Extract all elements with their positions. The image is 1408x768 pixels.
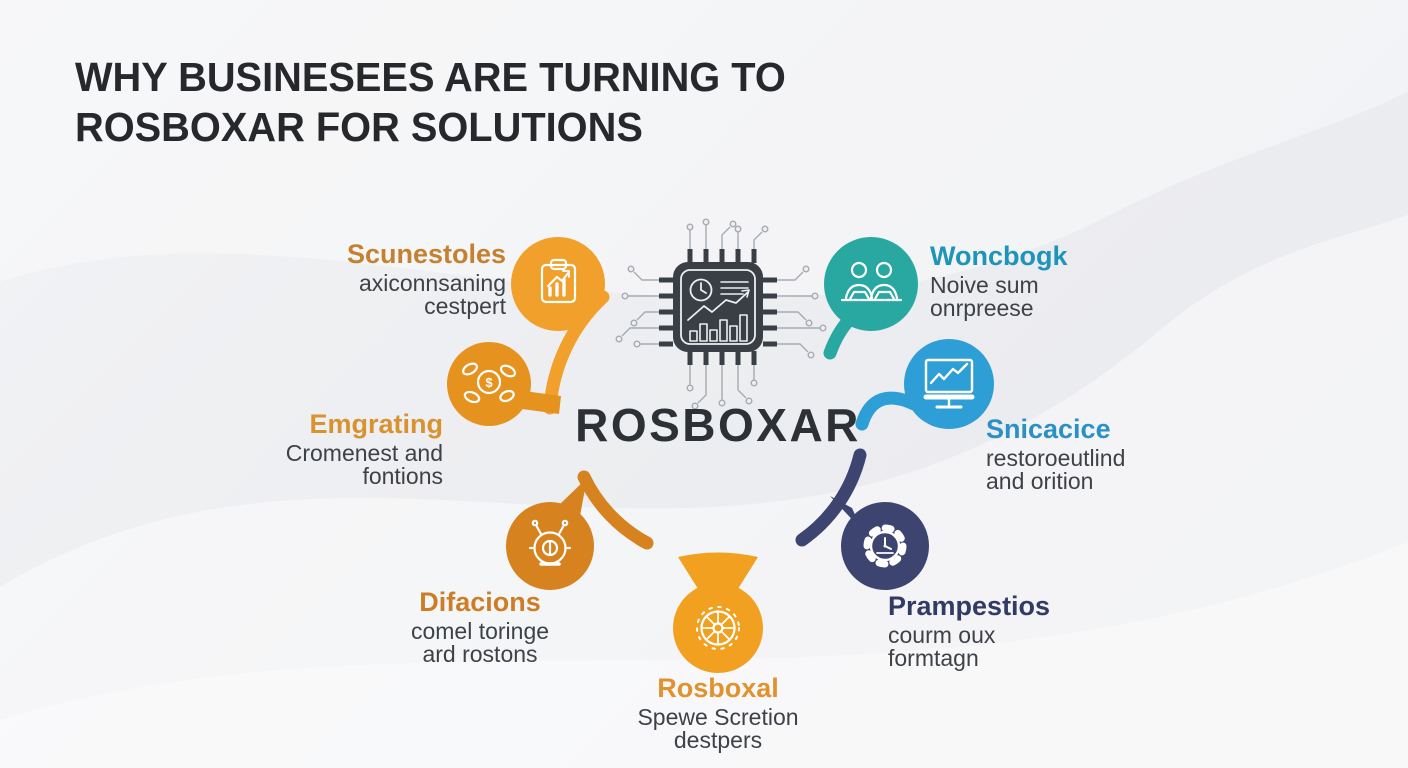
node-title: Rosboxal — [657, 673, 779, 703]
page-title: WHY BUSINESEES ARE TURNING TO ROSBOXAR F… — [75, 52, 786, 152]
node-circle-middle-right — [904, 339, 994, 429]
page-title-line2: ROSBOXAR FOR SOLUTIONS — [75, 104, 643, 150]
node-title: Difacions — [419, 587, 541, 617]
chip-pins — [659, 249, 777, 365]
node-title: Scunestoles — [346, 239, 506, 269]
node-subtitle-line: destpers — [673, 727, 763, 753]
node-subtitle-line: Noive sum — [930, 272, 1039, 298]
node-label-bottom-left: Difacions comel toringe ard rostons — [340, 588, 620, 666]
coins-money-icon: $ — [462, 362, 517, 404]
node-subtitle-line: formtagn — [888, 645, 979, 671]
node-label-top-right: Woncbogk Noive sum onrpreese — [930, 242, 1068, 320]
node-subtitle-line: onrpreese — [930, 295, 1034, 321]
node-subtitle-line: fontions — [362, 463, 443, 489]
clipboard-chart-icon — [540, 258, 577, 304]
hub-label: ROSBOXAR — [575, 399, 861, 451]
node-subtitle-line: Cromenest and — [285, 440, 443, 466]
gauge-meter-icon — [528, 519, 572, 566]
page-title-line1: WHY BUSINESEES ARE TURNING TO — [75, 54, 786, 100]
chip-screen-content — [680, 269, 756, 345]
node-subtitle-line: restoroeutlind — [986, 445, 1126, 471]
stem-middle-left — [522, 391, 561, 414]
arc-middle-right — [855, 391, 921, 431]
chip-circuit-traces — [615, 218, 827, 410]
node-title: Emgrating — [309, 409, 443, 439]
node-subtitle-line: ard rostons — [422, 641, 538, 667]
node-subtitle-line: cestpert — [424, 293, 506, 319]
node-subtitle-line: and orition — [986, 468, 1094, 494]
chip-analytics-icon — [615, 218, 827, 410]
turbine-wheel-icon — [696, 606, 740, 650]
monitor-chart-icon — [923, 358, 975, 409]
node-label-bottom-right: Prampestios courm oux formtagn — [888, 592, 1050, 670]
node-circle-bottom-center — [673, 583, 763, 673]
node-subtitle-line: Spewe Scretion — [637, 704, 799, 730]
node-subtitle-line: courm oux — [888, 622, 996, 648]
node-title: Woncbogk — [930, 241, 1068, 271]
swoosh-bottom — [0, 541, 1408, 768]
node-circle-top-right — [824, 237, 918, 331]
node-title: Snicacice — [986, 414, 1111, 444]
node-subtitle-line: comel toringe — [410, 618, 550, 644]
coin-dollar-glyph: $ — [485, 375, 493, 390]
swoosh-middle — [0, 214, 1408, 768]
arc-bottom-left — [577, 470, 654, 550]
team-people-icon — [840, 261, 903, 302]
node-label-bottom-center: Rosboxal Spewe Scretion destpers — [578, 674, 858, 752]
node-title: Prampestios — [888, 591, 1051, 621]
node-circle-middle-left — [447, 342, 531, 426]
node-label-middle-left: Emgrating Cromenest and fontions — [286, 410, 443, 488]
node-label-middle-right: Snicacice restoroeutlind and orition — [986, 415, 1125, 493]
node-label-top-left: Scunestoles axiconnsaning cestpert — [347, 240, 506, 318]
swoosh-top — [0, 0, 1408, 299]
gear-clock-icon — [863, 524, 907, 568]
node-subtitle-line: axiconnsaning — [358, 270, 506, 296]
stem-bottom-center-funnel — [678, 552, 758, 592]
